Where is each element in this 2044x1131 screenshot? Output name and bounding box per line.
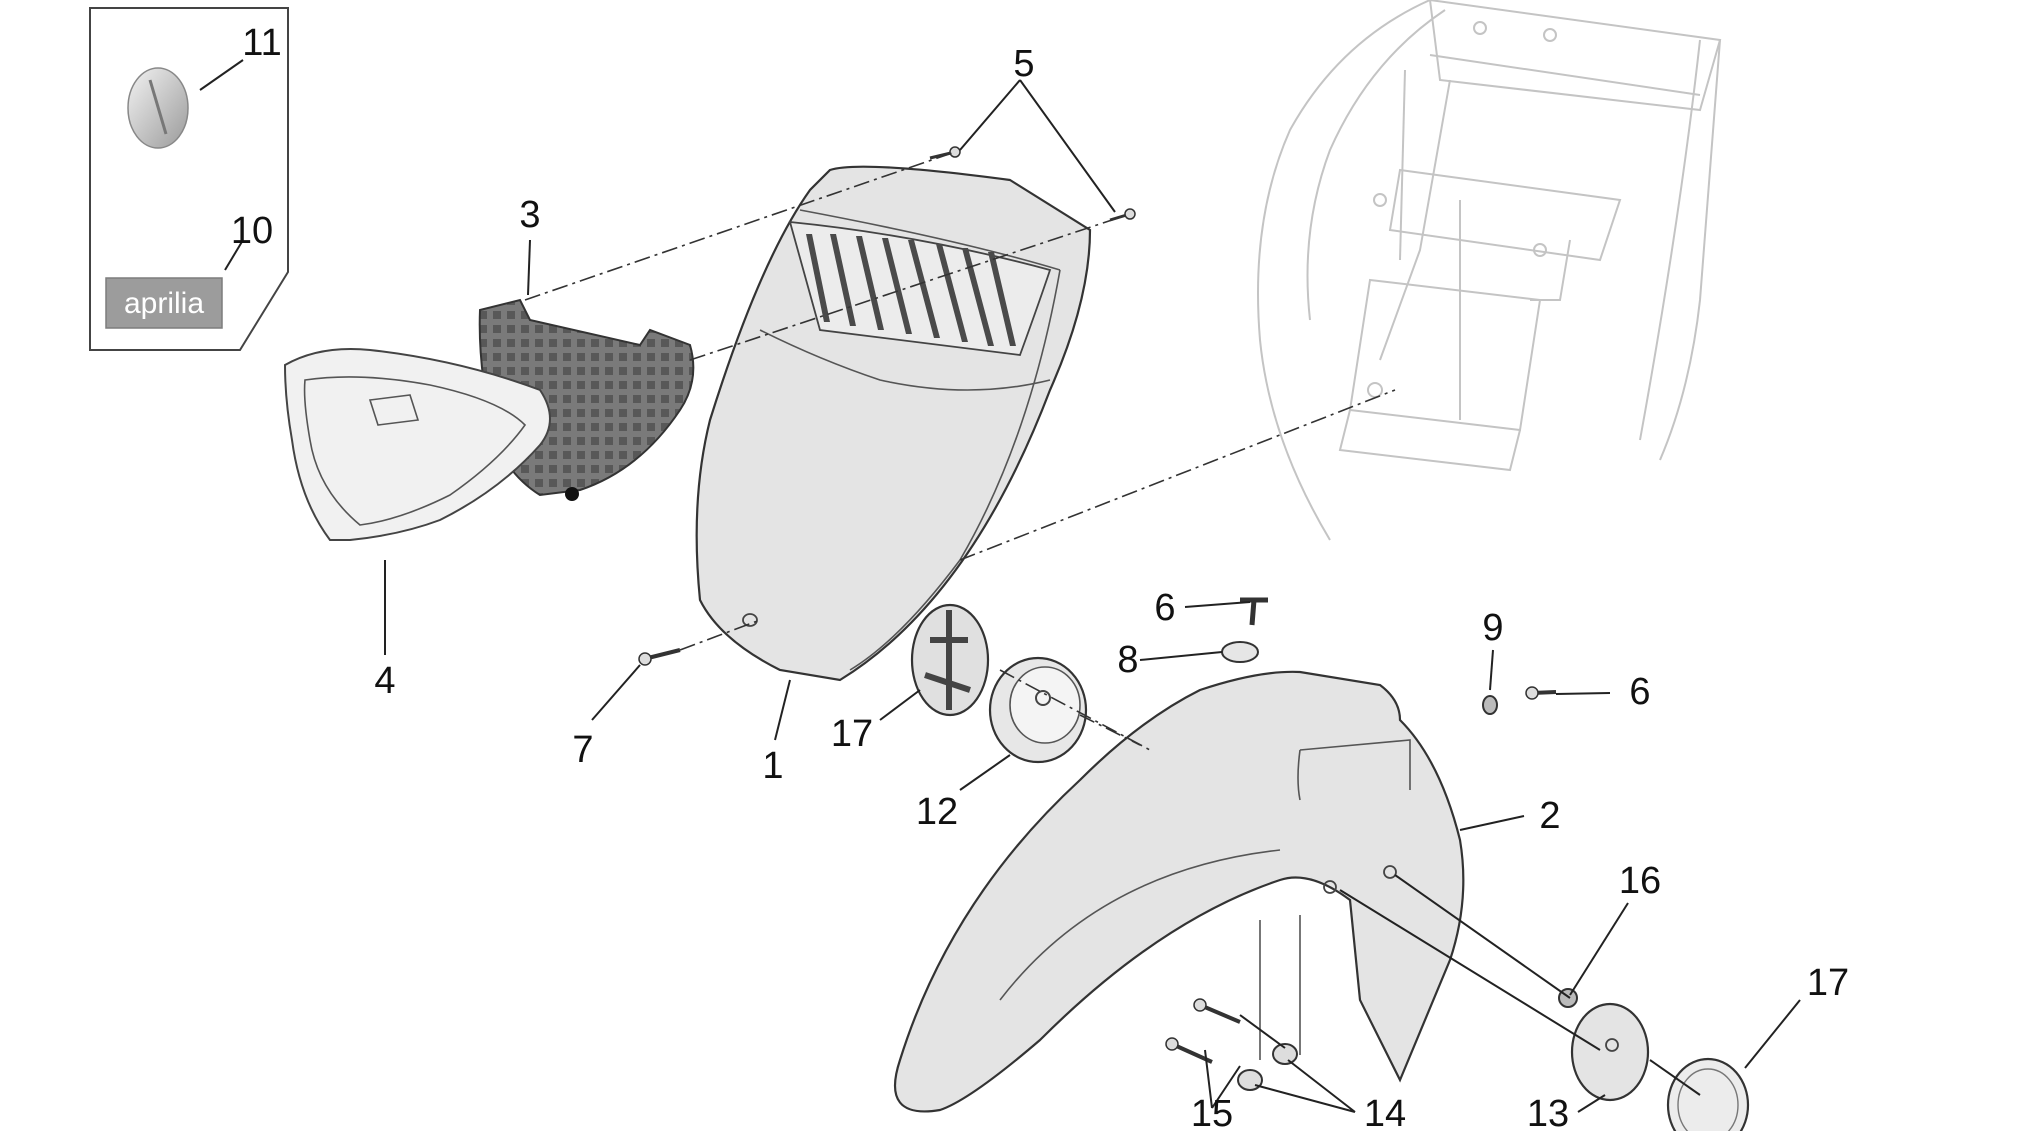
headlight-frame-part-4 (283, 348, 551, 541)
nut-part-9 (1482, 695, 1498, 715)
screw-part-7 (638, 648, 681, 666)
screws-part-15 (1165, 998, 1241, 1064)
callout-12: 12 (916, 791, 958, 833)
reflector-part-17-left (910, 603, 990, 717)
badge-part-10: aprilia (105, 277, 223, 329)
callout-7: 7 (572, 729, 593, 771)
callout-5: 5 (1013, 43, 1034, 85)
callout-17-right: 17 (1807, 962, 1849, 1004)
front-cover-part-1 (695, 165, 1092, 682)
screw-part-6-right (1525, 686, 1557, 700)
cover-vent-slots (788, 220, 1052, 356)
washers-part-14 (1237, 1043, 1298, 1091)
callout-2: 2 (1539, 795, 1560, 837)
assembly-lines (524, 151, 1701, 1096)
reflector-housing-part-13 (1570, 1002, 1650, 1102)
grommet-part-8 (1221, 641, 1259, 663)
callout-10: 10 (231, 210, 273, 252)
callout-6-right: 6 (1629, 671, 1650, 713)
callout-labels: 11 10 3 5 4 7 1 17 12 6 8 9 6 2 16 17 13… (231, 22, 1849, 1131)
callout-13: 13 (1527, 1093, 1569, 1131)
callout-1: 1 (762, 745, 783, 787)
screw-part-5-left (929, 146, 961, 160)
callout-15: 15 (1191, 1093, 1233, 1131)
callout-11: 11 (242, 22, 281, 64)
leader-lines (199, 59, 1801, 1113)
cap-part-11 (127, 67, 189, 149)
scooter-frame-outline (1257, 0, 1722, 541)
clip-part-6-top (1240, 597, 1268, 626)
callout-9: 9 (1482, 607, 1503, 649)
callout-4: 4 (374, 660, 395, 702)
badge-text: aprilia (124, 287, 204, 320)
callout-3: 3 (519, 194, 540, 236)
callout-14: 14 (1364, 1093, 1406, 1131)
reflector-lens-part-17-right (1666, 1057, 1750, 1131)
callout-6-top: 6 (1154, 587, 1175, 629)
callout-8: 8 (1117, 639, 1138, 681)
callout-17-left: 17 (831, 713, 873, 755)
inset-box: aprilia (89, 7, 289, 351)
callout-16: 16 (1619, 860, 1661, 902)
front-fender-part-2 (893, 670, 1465, 1113)
lamp-housing-part-12 (988, 656, 1088, 764)
